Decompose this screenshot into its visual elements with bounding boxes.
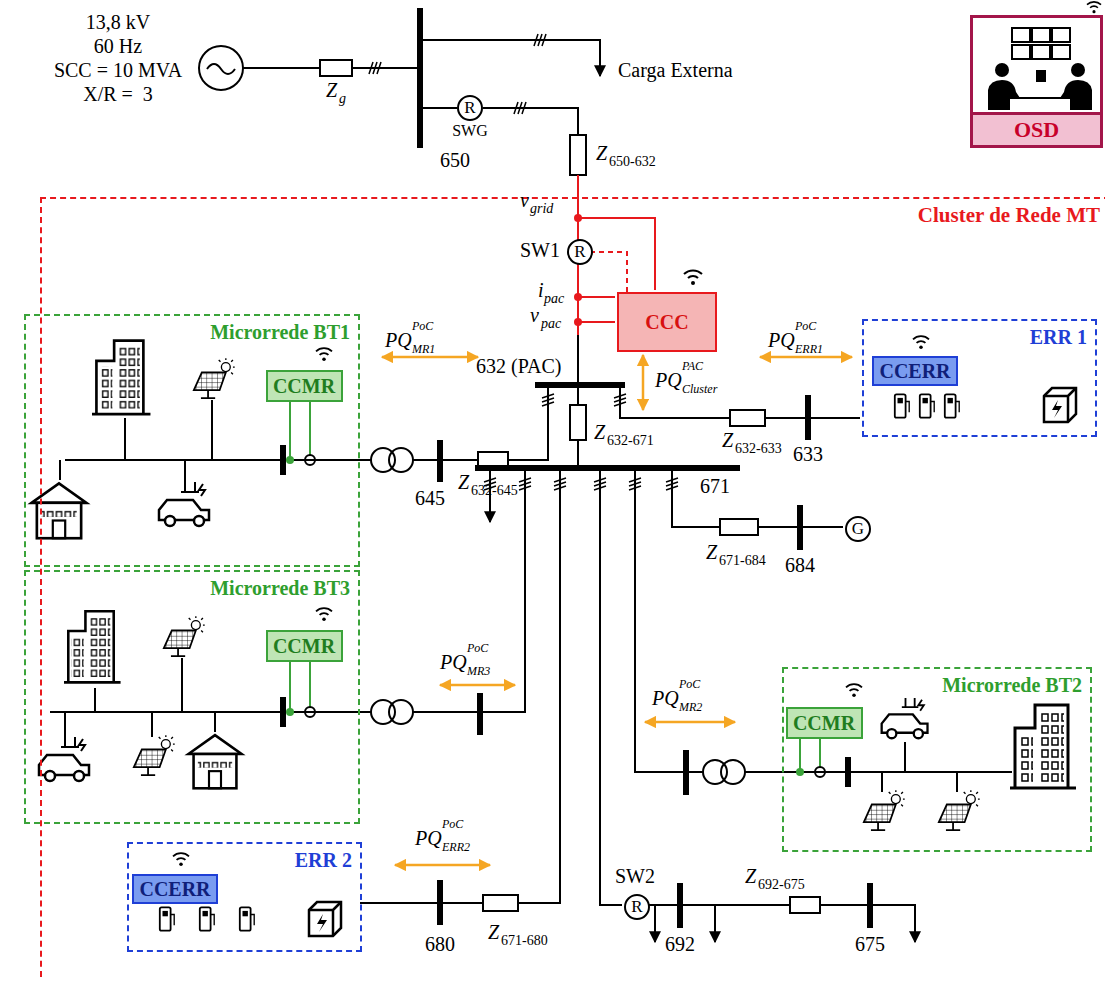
label-text: SCC = 10 MVA (54, 60, 182, 80)
controller-box: CCERR (872, 356, 958, 386)
label-band: OSD (973, 112, 1100, 145)
label-text: 650-632 (609, 155, 656, 169)
region-title: ERR 2 (295, 849, 352, 871)
label-text: Z (488, 922, 499, 942)
label-text: SW2 (615, 866, 655, 886)
label-text: g (339, 92, 346, 106)
node-label: CCERR (879, 360, 950, 382)
generator-symbol: G (845, 516, 871, 542)
region-title: Microrrede BT1 (210, 321, 350, 343)
label-text: ERR1 (795, 343, 823, 355)
label-text: Z (458, 472, 469, 492)
label-text: 675 (855, 934, 885, 954)
control-link (593, 252, 627, 292)
label-text: PoC (412, 320, 433, 332)
controller-box: CCMR (266, 630, 343, 662)
label-text: PQ (415, 828, 442, 848)
region-title: Cluster de Rede MT (918, 204, 1100, 227)
label-text: 692-675 (758, 878, 805, 892)
label-text: 671-684 (719, 554, 766, 568)
region-title: Microrrede BT2 (942, 674, 1082, 696)
label-text: PoC (467, 642, 488, 654)
charging-region: ERR 1 CCERR (862, 319, 1097, 437)
operator-box: OSD (970, 15, 1103, 148)
node-label: CCMR (793, 712, 855, 734)
label-text: 60 Hz (94, 36, 142, 56)
label-text: PQ (768, 330, 795, 350)
node-label: CCMR (273, 635, 335, 657)
label-text: Carga Externa (618, 60, 733, 80)
label-text: 650 (440, 150, 470, 170)
label-text: v (520, 190, 529, 210)
node-label: CCC (645, 311, 688, 333)
label-text: 632 (PAC) (476, 356, 561, 376)
label-text: 13,8 kV (86, 12, 150, 32)
label-text: X/R = 3 (83, 84, 153, 104)
label-text: 632-671 (607, 434, 654, 448)
label-text: v (530, 305, 539, 325)
node-label: G (852, 520, 864, 539)
cluster-region: Cluster de Rede MT R CCC Microrrede BT1CCMR… (40, 197, 1105, 981)
switch-symbol: R (624, 894, 650, 920)
label-text: 692 (665, 934, 695, 954)
label-text: 633 (793, 444, 823, 464)
label-text: pac (541, 317, 561, 331)
label-text: Z (326, 80, 337, 100)
label-text: 684 (785, 555, 815, 575)
label-text: Z (596, 143, 607, 163)
node-label: R (464, 99, 475, 118)
label-text: PoC (679, 678, 700, 690)
label-text: 680 (425, 934, 455, 954)
label-text: ERR2 (442, 841, 470, 853)
region-title: ERR 1 (1030, 326, 1087, 348)
label-text: Z (745, 866, 756, 886)
label-text: PQ (652, 688, 679, 708)
label-text: MR1 (412, 343, 435, 355)
label-text: PoC (442, 818, 463, 830)
label-text: 645 (415, 488, 445, 508)
label-text: grid (530, 202, 553, 216)
microgrid-region: Microrrede BT3CCMR (24, 570, 360, 824)
label-text: MR2 (679, 701, 702, 713)
node-label: CCMR (273, 375, 335, 397)
label-text: PQ (655, 370, 682, 390)
switch-symbol: R (567, 239, 593, 265)
region-title: Microrrede BT3 (210, 577, 350, 599)
label-text: SWG (452, 123, 488, 139)
controller-box: CCC (617, 292, 717, 352)
label-text: 632-633 (735, 442, 782, 456)
label-text: i (538, 280, 544, 300)
label-text: pac (544, 292, 564, 306)
label-text: MR3 (467, 665, 490, 677)
label-text: PoC (795, 320, 816, 332)
label-text: 671-680 (501, 934, 548, 948)
controller-box: CCMR (266, 370, 343, 402)
microgrid-region: Microrrede BT1CCMR (24, 314, 360, 567)
controller-box: CCMR (786, 707, 863, 739)
switch-symbol: R (457, 95, 483, 121)
controller-box: CCERR (132, 874, 218, 904)
label-text: Cluster (682, 383, 717, 395)
node-label: R (574, 243, 585, 262)
label-text: PQ (385, 330, 412, 350)
label-text: PQ (440, 652, 467, 672)
label-text: 632-645 (471, 484, 518, 498)
node-label: R (631, 898, 642, 917)
microgrid-region: Microrrede BT2CCMR (782, 667, 1092, 852)
label-text: Z (706, 542, 717, 562)
label-text: 671 (700, 476, 730, 496)
label-text: PAC (682, 360, 703, 372)
label-text: Z (594, 422, 605, 442)
node-label: OSD (1014, 118, 1059, 142)
charging-region: ERR 2 CCERR (127, 842, 362, 952)
label-text: SW1 (520, 240, 560, 260)
node-label: CCERR (139, 878, 210, 900)
label-text: Z (722, 430, 733, 450)
